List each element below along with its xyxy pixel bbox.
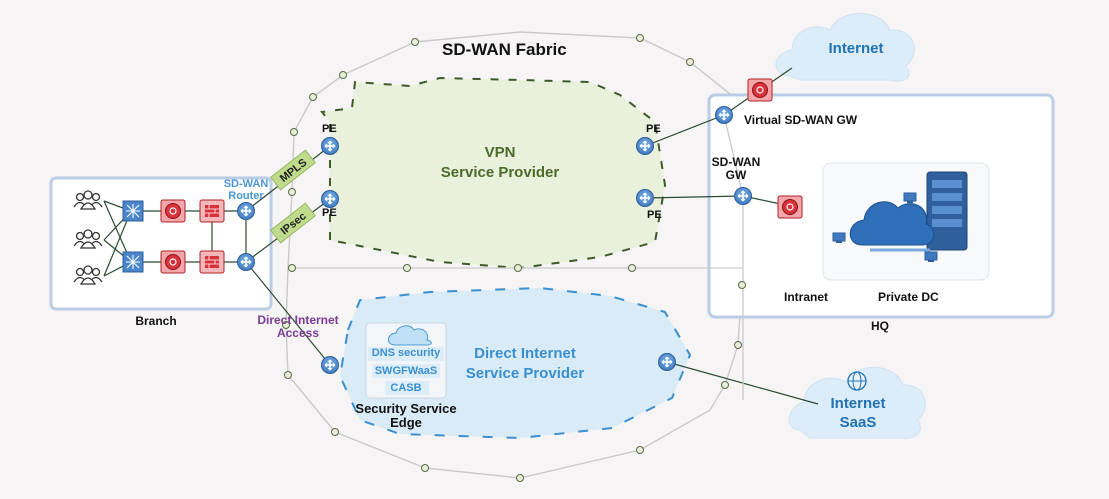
router-icon — [635, 188, 655, 208]
switch-icon — [122, 251, 144, 273]
internet-top-label: Internet — [828, 40, 884, 57]
router-icon — [635, 136, 655, 156]
fabric-nodes — [282, 34, 746, 482]
intranet-label: Intranet — [784, 290, 829, 304]
vpn-service-provider-cloud — [320, 76, 667, 270]
switch-icon — [122, 200, 144, 222]
branch-label: Branch — [135, 314, 177, 328]
security-service-edge-label: Security Service Edge — [355, 401, 457, 431]
pe-label: PE — [322, 123, 337, 135]
sdwan-router-label: SD-WAN Router — [223, 178, 269, 203]
pc-icon — [903, 192, 917, 204]
internet-top-cloud — [775, 13, 915, 82]
router-icon — [657, 352, 677, 372]
globe-icon — [847, 371, 867, 391]
dia-provider-label-1: Direct Internet — [474, 345, 576, 362]
pc-icon — [832, 232, 846, 244]
firewall-icon — [160, 199, 186, 223]
direct-internet-access-label: Direct Internet Access — [257, 313, 339, 341]
firewall-icon — [199, 199, 225, 223]
firewall-icon — [160, 250, 186, 274]
pe-label: PE — [646, 123, 661, 135]
router-icon — [320, 136, 340, 156]
internet-saas-cloud — [788, 366, 926, 439]
sdwan-gw-label: SD-WAN GW — [711, 155, 761, 183]
pe-label: PE — [647, 209, 662, 221]
cloud-icon — [387, 325, 432, 346]
router-icon — [733, 186, 753, 206]
router-icon — [236, 201, 256, 221]
dia-provider-label-2: Service Provider — [465, 365, 585, 382]
casb-label: CASB — [390, 382, 422, 394]
dns-security-label: DNS security — [371, 347, 441, 359]
virtual-sdwan-gw-label: Virtual SD-WAN GW — [744, 113, 858, 127]
router-icon — [320, 189, 340, 209]
internet-saas-label-1: Internet — [830, 395, 886, 412]
router-icon — [320, 355, 340, 375]
firewall-icon — [199, 250, 225, 274]
private-dc-label: Private DC — [878, 290, 939, 304]
firewall-icon — [777, 195, 803, 219]
router-icon — [714, 105, 734, 125]
pe-label: PE — [322, 207, 337, 219]
vpn-provider-label-1: VPN — [484, 144, 516, 161]
hq-label: HQ — [871, 319, 889, 333]
swg-fwaas-label: SWGFWaaS — [374, 365, 438, 377]
internet-saas-label-2: SaaS — [839, 414, 877, 431]
pc-icon — [924, 251, 938, 263]
cloud-icon — [849, 201, 935, 252]
server-icon — [926, 171, 968, 251]
router-icon — [236, 252, 256, 272]
ipsec-tunnel-label: IPsec — [270, 202, 316, 244]
diagram-title: SD-WAN Fabric — [442, 40, 567, 59]
firewall-icon — [747, 78, 773, 102]
vpn-provider-label-2: Service Provider — [440, 164, 560, 181]
